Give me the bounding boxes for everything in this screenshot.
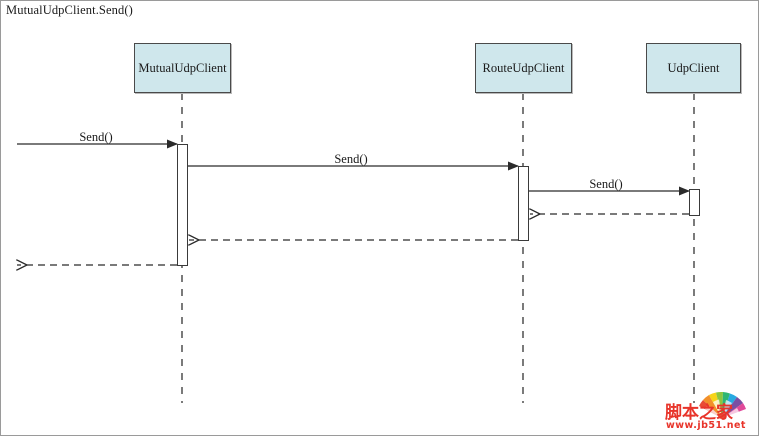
message-label-3: Send()	[589, 177, 623, 191]
activation-bar-mutualudpclient	[177, 144, 188, 266]
participant-label-udpclient: UdpClient	[667, 60, 720, 75]
lifeline-dashes	[181, 93, 695, 403]
activation-bar-udpclient	[689, 189, 700, 216]
participant-box-routeudpclient[interactable]: RouteUdpClient	[475, 43, 572, 93]
participant-box-udpclient[interactable]: UdpClient	[646, 43, 741, 93]
diagram-title: MutualUdpClient.Send()	[6, 3, 133, 17]
participant-label-mutualudpclient: MutualUdpClient	[138, 60, 227, 75]
message-label-2: Send()	[334, 152, 368, 166]
message-label-1: Send()	[79, 130, 113, 144]
participant-box-mutualudpclient[interactable]: MutualUdpClient	[134, 43, 231, 93]
participant-label-routeudpclient: RouteUdpClient	[482, 60, 565, 75]
activation-bar-routeudpclient	[518, 166, 529, 241]
